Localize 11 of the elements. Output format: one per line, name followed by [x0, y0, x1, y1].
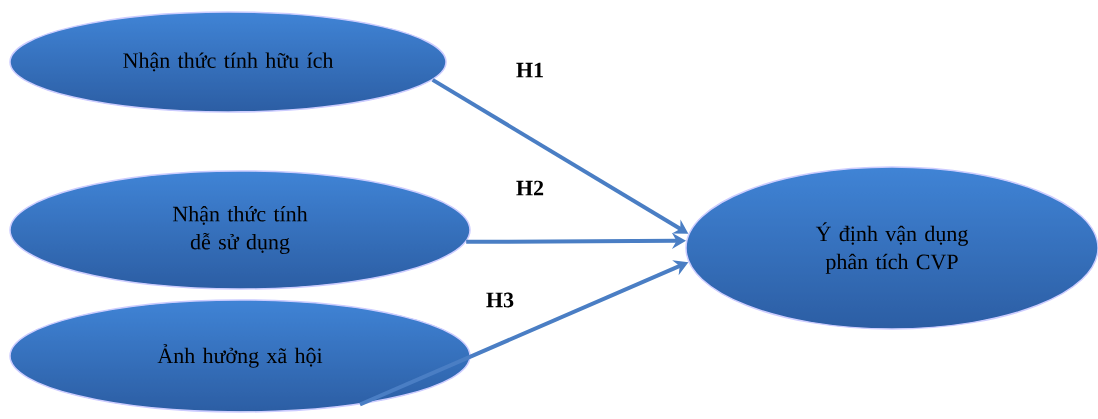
node-text: Nhận thức tính dễ sử dụng [172, 205, 308, 254]
edge-label: H2 [516, 180, 544, 196]
ellipse-node [9, 11, 447, 113]
edge-label: H1 [516, 62, 543, 78]
ellipse-node [9, 299, 471, 413]
edge-label: H3 [486, 292, 514, 308]
node-text: Ý định vận dụng phân tích CVP [815, 222, 968, 274]
ellipse-node [685, 166, 1098, 330]
ellipse-node [9, 170, 471, 290]
node-text: Ảnh hưởng xã hội [157, 344, 323, 368]
node-text: Nhận thức tính hữu ích [123, 52, 334, 72]
